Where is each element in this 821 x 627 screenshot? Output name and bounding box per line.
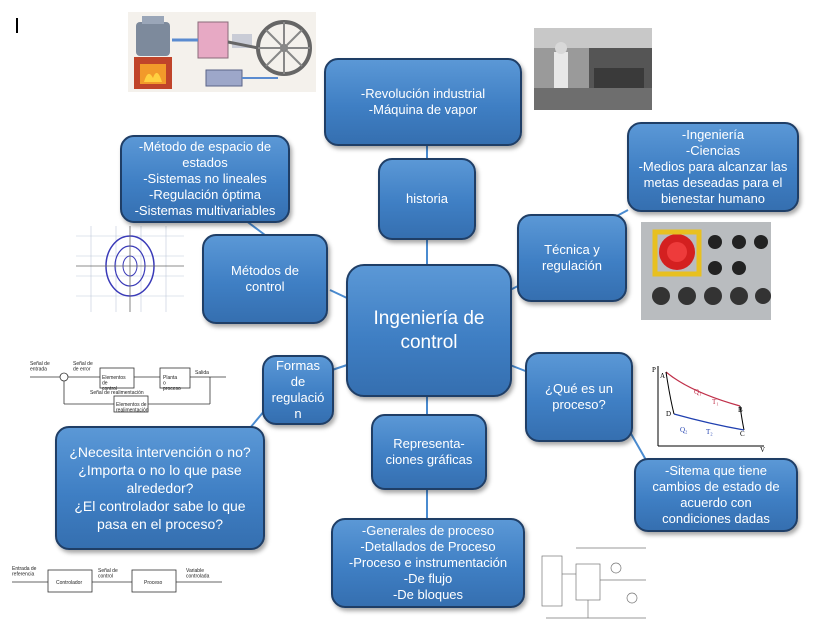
pv-t2-label: T₂ bbox=[706, 428, 713, 436]
svg-text:Controlador: Controlador bbox=[56, 580, 82, 586]
feedback-elements-box-label: Elementos de bbox=[116, 402, 147, 408]
tecnica-text: Técnica y regulación bbox=[542, 242, 602, 273]
historia-node: historia bbox=[378, 158, 476, 240]
connector-formas bbox=[331, 364, 348, 371]
instrumentation-diagram bbox=[536, 544, 654, 624]
representaciones-node: Representa- ciones gráficas bbox=[371, 414, 487, 490]
metodos-node: Métodos de control bbox=[202, 234, 328, 324]
connector-proceso-detail bbox=[629, 431, 647, 461]
svg-text:B: B bbox=[738, 406, 743, 414]
svg-text:V: V bbox=[760, 446, 765, 454]
proceso-node: ¿Qué es un proceso? bbox=[525, 352, 633, 442]
steam-engine-image bbox=[128, 12, 316, 92]
pv-t1-label: T₁ bbox=[712, 398, 719, 406]
svg-text:P: P bbox=[652, 366, 656, 374]
pv-v-label: V bbox=[760, 446, 765, 454]
svg-text:Señal de realimentación: Señal de realimentación bbox=[90, 390, 144, 396]
feedback-output-label: Salida bbox=[195, 370, 209, 376]
connector-metodos bbox=[329, 289, 348, 299]
metodos-detail-node: -Método de espacio de estados -Sistemas … bbox=[120, 135, 290, 223]
representaciones-text: Representa- ciones gráficas bbox=[385, 436, 473, 467]
historia-text: historia bbox=[406, 191, 448, 206]
feedback-elements-label: Elementos bbox=[102, 375, 126, 381]
pv-q2-label: Q₂ bbox=[680, 426, 688, 434]
proceso-detail-node: -Sitema que tiene cambios de estado de a… bbox=[634, 458, 798, 532]
formas-node: Formas de regulació n bbox=[262, 355, 334, 425]
pv-q1-label: Q₁ bbox=[694, 388, 702, 396]
formas-detail-text: ¿Necesita intervención o no? ¿Importa o … bbox=[69, 444, 251, 532]
phase-portrait-plot bbox=[76, 226, 184, 312]
control-panel-photo bbox=[641, 222, 771, 320]
pv-c-label: C bbox=[740, 430, 745, 438]
open-loop-control-signal-label: Señal de bbox=[98, 568, 118, 574]
proceso-text: ¿Qué es un proceso? bbox=[545, 381, 613, 412]
text-cursor bbox=[16, 18, 18, 33]
feedback-signal-label: Señal de realimentación bbox=[90, 390, 144, 396]
svg-text:Salida: Salida bbox=[195, 370, 209, 376]
tecnica-detail-text: -Ingeniería -Ciencias -Medios para alcan… bbox=[638, 127, 788, 206]
svg-text:Q₂: Q₂ bbox=[680, 426, 688, 434]
center-title: Ingeniería de control bbox=[373, 307, 485, 353]
feedback-error-label: Señal de bbox=[73, 361, 93, 367]
pv-d-label: D bbox=[666, 410, 671, 418]
svg-text:Proceso: Proceso bbox=[144, 580, 163, 586]
metodos-detail-text: -Método de espacio de estados -Sistemas … bbox=[134, 139, 276, 218]
svg-text:T₂: T₂ bbox=[706, 428, 713, 436]
pv-b-label: B bbox=[738, 406, 743, 414]
tecnica-detail-node: -Ingeniería -Ciencias -Medios para alcan… bbox=[627, 122, 799, 212]
center-node: Ingeniería de control bbox=[346, 264, 512, 397]
metodos-text: Métodos de control bbox=[231, 263, 299, 294]
svg-text:Q₁: Q₁ bbox=[694, 388, 702, 396]
tecnica-node: Técnica y regulación bbox=[517, 214, 627, 302]
open-loop-process-label: Proceso bbox=[144, 580, 163, 586]
svg-text:C: C bbox=[740, 430, 745, 438]
pv-cycle-diagram: P V A B C D Q₁ T₁ Q₂ T₂ bbox=[650, 362, 768, 454]
historia-detail-node: -Revolución industrial -Máquina de vapor bbox=[324, 58, 522, 146]
formas-text: Formas de regulació n bbox=[271, 358, 325, 421]
pv-a-label: A bbox=[660, 372, 665, 380]
open-loop-controlled-label: Variable bbox=[186, 568, 204, 574]
svg-text:D: D bbox=[666, 410, 671, 418]
svg-text:T₁: T₁ bbox=[712, 398, 719, 406]
representaciones-detail-text: -Generales de proceso -Detallados de Pro… bbox=[348, 523, 508, 602]
pv-p-label: P bbox=[652, 366, 656, 374]
formas-detail-node: ¿Necesita intervención o no? ¿Importa o … bbox=[55, 426, 265, 550]
feedback-plant-label: Planta bbox=[163, 375, 177, 381]
proceso-detail-text: -Sitema que tiene cambios de estado de a… bbox=[652, 463, 780, 526]
open-loop-reference-label: Entrada de bbox=[12, 566, 37, 572]
factory-photo bbox=[534, 28, 652, 110]
open-loop-controller-label: Controlador bbox=[56, 580, 82, 586]
representaciones-detail-node: -Generales de proceso -Detallados de Pro… bbox=[331, 518, 525, 608]
svg-text:A: A bbox=[660, 372, 665, 380]
feedback-input-label: Señal de bbox=[30, 361, 50, 367]
historia-detail-text: -Revolución industrial -Máquina de vapor bbox=[360, 86, 486, 117]
